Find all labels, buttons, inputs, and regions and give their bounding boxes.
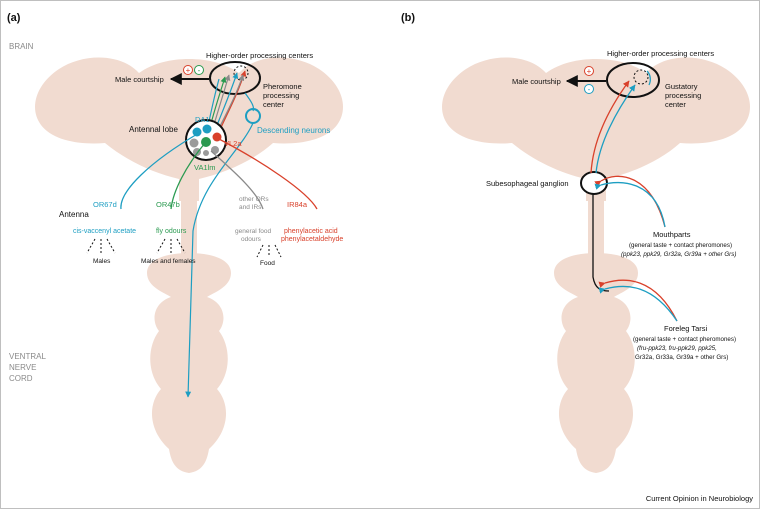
vnc-line2: NERVE xyxy=(9,363,36,372)
journal-credit: Current Opinion in Neurobiology xyxy=(646,494,753,503)
glomerulus-other-1 xyxy=(189,138,199,148)
plus-sign-a: + xyxy=(186,66,191,75)
vnc-line3: CORD xyxy=(9,374,33,383)
gustatory-projections-b xyxy=(590,70,678,322)
antennal-lobe-label: Antennal lobe xyxy=(129,125,178,134)
source-males-females: Males and females xyxy=(141,258,196,265)
antenna-label: Antenna xyxy=(59,210,89,219)
phenylacetic-acid-label: phenylacetic acid xyxy=(284,228,338,235)
glomerulus-other-4 xyxy=(203,150,209,156)
cva-label: cis-vaccenyl acetate xyxy=(73,228,136,235)
glomerulus-da1-2 xyxy=(202,124,212,134)
brain-label: BRAIN xyxy=(9,42,34,51)
minus-sign-a: - xyxy=(198,66,201,75)
sensory-inputs-a xyxy=(120,132,318,210)
descending-neuron-axon-a xyxy=(185,122,254,398)
source-males: Males xyxy=(93,258,111,265)
fly-odours-label: fly odours xyxy=(156,228,187,235)
fly-cns-silhouette-a xyxy=(35,57,343,473)
odour-source-dashes xyxy=(86,238,282,258)
vl2a-label: VL2a xyxy=(224,139,242,148)
excitatory-sign-icon-a xyxy=(183,65,193,75)
food-odours-line2: odours xyxy=(241,236,262,243)
inhibitory-sign-icon-a xyxy=(194,65,204,75)
gustatory-center-line2: processing xyxy=(665,91,701,100)
glomerulus-da1 xyxy=(192,127,202,137)
other-receptors-line2: and IRs xyxy=(239,204,262,211)
source-food: Food xyxy=(260,260,275,267)
foreleg-line1: (general taste + contact pheromones) xyxy=(633,336,736,343)
higher-order-label-a: Higher-order processing centers xyxy=(206,51,313,60)
excitatory-sign-icon-b xyxy=(584,66,594,76)
mouthparts-line2: (ppk23, ppk29, Gr32a, Gr39a + other Grs) xyxy=(621,251,736,258)
subesophageal-ganglion xyxy=(580,171,608,195)
panel-a-label: (a) xyxy=(7,12,21,24)
ir84a-label: IR84a xyxy=(287,200,308,209)
descending-neurons-label: Descending neurons xyxy=(257,126,330,135)
other-receptors-line1: other ORs xyxy=(239,196,269,203)
gustatory-center-line1: Gustatory xyxy=(665,82,698,91)
foreleg-line2: (fru-ppk23, fru-ppk29, ppk25, xyxy=(637,345,717,352)
higher-order-center-b xyxy=(606,62,660,98)
da1-label: DA1 xyxy=(195,115,210,124)
foreleg-line3: Gr32a, Gr33a, Gr39a + other Grs) xyxy=(635,354,728,361)
food-odours-line1: general food xyxy=(235,228,272,235)
panel-b-label: (b) xyxy=(401,12,415,24)
subesophageal-label: Subesophageal ganglion xyxy=(486,179,569,188)
mouthparts-title: Mouthparts xyxy=(653,230,691,239)
minus-sign-b: - xyxy=(588,85,591,94)
foreleg-title: Foreleg Tarsi xyxy=(664,324,708,333)
phenylacetaldehyde-label: phenylacetaldehyde xyxy=(281,236,343,243)
or47b-label: OR47b xyxy=(156,200,180,209)
plus-sign-b: + xyxy=(587,67,592,76)
male-courtship-label-a: Male courtship xyxy=(115,75,164,84)
male-courtship-label-b: Male courtship xyxy=(512,77,561,86)
or67d-label: OR67d xyxy=(93,200,117,209)
higher-order-subregion-b xyxy=(633,69,649,85)
gustatory-center-line3: center xyxy=(665,100,686,109)
fly-cns-silhouette-b xyxy=(442,57,750,473)
higher-order-label-b: Higher-order processing centers xyxy=(607,49,714,58)
pheromone-center-line3: center xyxy=(263,100,284,109)
va1lm-label: VA1lm xyxy=(194,163,216,172)
inhibitory-sign-icon-b xyxy=(584,84,594,94)
mouthparts-line1: (general taste + contact pheromones) xyxy=(629,242,732,249)
descending-input-a xyxy=(244,92,255,112)
vnc-line1: VENTRAL xyxy=(9,352,46,361)
pheromone-center-line2: processing xyxy=(263,91,299,100)
pheromone-center-line1: Pheromone xyxy=(263,82,302,91)
